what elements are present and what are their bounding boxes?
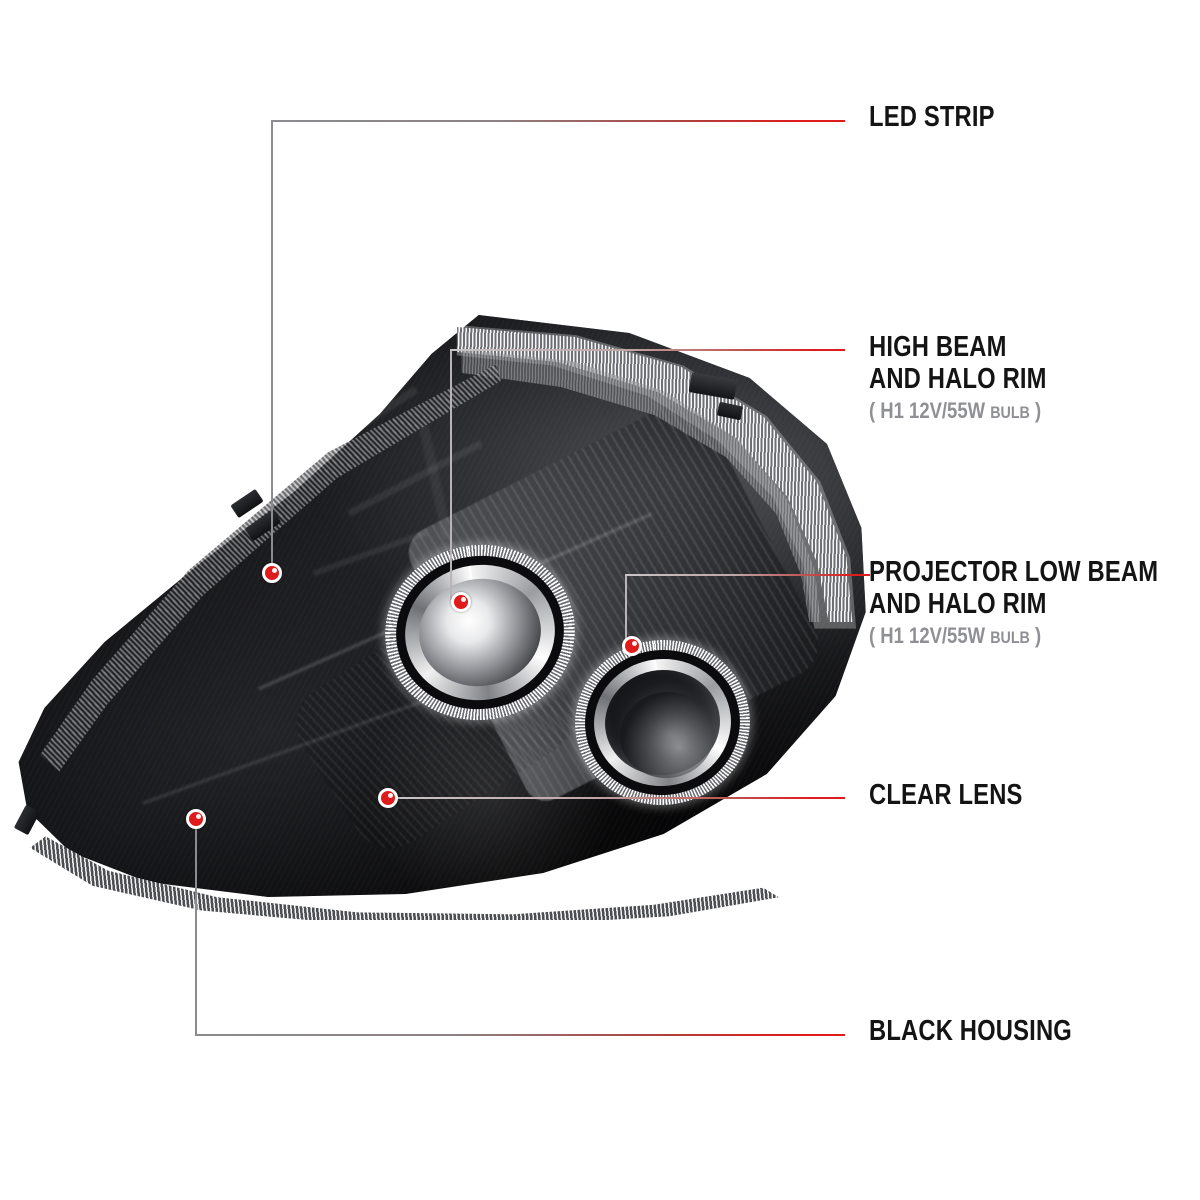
- callout-dot-high-beam: [451, 592, 471, 612]
- callout-dot-clear-lens: [378, 788, 398, 808]
- label-title-line2: AND HALO RIM: [869, 588, 1047, 620]
- label-title: LED STRIP: [869, 101, 995, 133]
- leader-line-horizontal: [625, 574, 870, 576]
- leader-line-vertical: [625, 575, 627, 655]
- label-subtitle-end: ): [1029, 623, 1042, 648]
- leader-line-horizontal: [392, 797, 845, 799]
- headlight-body: [10, 300, 870, 924]
- leader-line-vertical: [450, 350, 452, 600]
- label-led-strip: LED STRIP: [869, 101, 1022, 133]
- label-subtitle: ( H1 12V/55W BULB ): [869, 398, 1051, 426]
- mounting-tab: [13, 804, 41, 836]
- callout-dot-projector-low-beam: [622, 636, 642, 656]
- label-black-housing: BLACK HOUSING: [869, 1015, 1117, 1047]
- headlight-product-image: [0, 280, 900, 924]
- label-subtitle-main: ( H1 12V/55W: [869, 398, 991, 423]
- callout-dot-led-strip: [262, 563, 282, 583]
- leader-line-vertical: [195, 822, 197, 1036]
- label-subtitle-bulb: BULB: [990, 403, 1030, 422]
- label-projector-low-beam: PROJECTOR LOW BEAM AND HALO RIM ( H1 12V…: [869, 556, 1200, 651]
- leader-line-horizontal: [271, 120, 845, 122]
- callout-dot-black-housing: [186, 809, 206, 829]
- label-title: BLACK HOUSING: [869, 1015, 1072, 1047]
- leader-line-horizontal: [195, 1034, 845, 1036]
- label-subtitle-end: ): [1029, 398, 1042, 423]
- leader-line-vertical: [271, 121, 273, 573]
- label-title-line1: PROJECTOR LOW BEAM: [869, 556, 1159, 588]
- label-subtitle-main: ( H1 12V/55W: [869, 623, 991, 648]
- label-title-line2: AND HALO RIM: [869, 363, 1047, 395]
- label-clear-lens: CLEAR LENS: [869, 779, 1056, 811]
- label-subtitle: ( H1 12V/55W BULB ): [869, 623, 1165, 651]
- label-title-line1: HIGH BEAM: [869, 331, 1007, 363]
- leader-line-horizontal: [450, 349, 845, 351]
- label-subtitle-bulb: BULB: [990, 628, 1030, 647]
- label-title: CLEAR LENS: [869, 779, 1023, 811]
- label-high-beam: HIGH BEAM AND HALO RIM ( H1 12V/55W BULB…: [869, 331, 1086, 426]
